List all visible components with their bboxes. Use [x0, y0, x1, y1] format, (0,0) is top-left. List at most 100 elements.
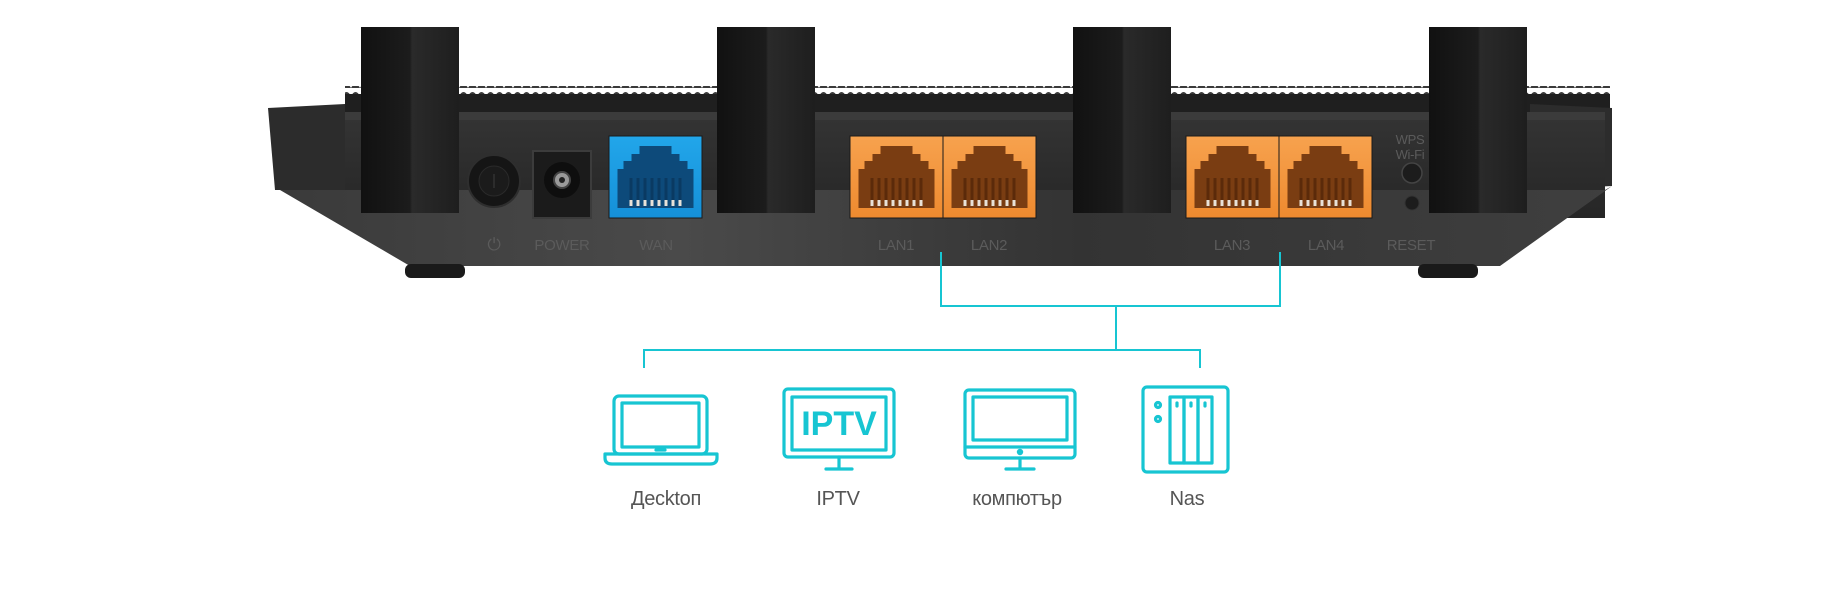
rj45-pin-contact [664, 200, 668, 206]
rj45-pin-contact [657, 200, 661, 206]
wps-wifi-button[interactable] [1401, 162, 1423, 184]
connection-lines [643, 252, 1281, 368]
rj45-pin [898, 178, 902, 204]
rj45-pin [1327, 178, 1331, 204]
rj45-pin-contact [912, 200, 916, 206]
ethernet-port-lan1[interactable] [849, 135, 944, 219]
rj45-pin [970, 178, 974, 204]
router-left-cap [268, 104, 345, 190]
rj45-pin [1206, 178, 1210, 204]
rj45-pin [1241, 178, 1245, 204]
rj45-pin [1220, 178, 1224, 204]
nas-storage-icon [1141, 385, 1230, 474]
rj45-pin [891, 178, 895, 204]
rj45-pin-contact [870, 200, 874, 206]
rj45-pin [664, 178, 668, 204]
port-label-lan4: LAN4 [1308, 237, 1344, 254]
rj45-pin [671, 178, 675, 204]
rj45-pin-contact [629, 200, 633, 206]
rj45-pin [998, 178, 1002, 204]
rj45-pin-contact [898, 200, 902, 206]
router-foot-right [1418, 264, 1478, 278]
rj45-pin-contact [671, 200, 675, 206]
rj45-pin [1005, 178, 1009, 204]
power-button[interactable] [467, 154, 521, 208]
device-bracket-line [643, 349, 1201, 368]
antenna-1 [361, 27, 459, 213]
rj45-pin [884, 178, 888, 204]
rj45-pin [919, 178, 923, 204]
router-foot-left [405, 264, 465, 278]
rj45-pin [977, 178, 981, 204]
device-label-desktop: Деcktоп [630, 488, 702, 510]
rj45-pin [657, 178, 661, 204]
rj45-pin-contact [1306, 200, 1310, 206]
rj45-pin-contact [1320, 200, 1324, 206]
antenna-2 [717, 27, 815, 213]
rj45-pin-contact [1234, 200, 1238, 206]
rj45-pin [678, 178, 682, 204]
rj45-pin-contact [1012, 200, 1016, 206]
rj45-pin-contact [963, 200, 967, 206]
rj45-pin [1248, 178, 1252, 204]
desktop-computer-icon [963, 388, 1077, 471]
rj45-pin-contact [643, 200, 647, 206]
rj45-pin-contact [1227, 200, 1231, 206]
rj45-pin-contact [905, 200, 909, 206]
device-label-nas: Nas [1169, 488, 1205, 510]
rj45-pin-contact [919, 200, 923, 206]
rj45-pin [1012, 178, 1016, 204]
rj45-pin-contact [991, 200, 995, 206]
router-panel-lip [345, 112, 1605, 120]
rj45-pin-contact [877, 200, 881, 206]
rj45-pin [877, 178, 881, 204]
rj45-pin [905, 178, 909, 204]
rj45-pin [963, 178, 967, 204]
laptop-icon [603, 394, 719, 466]
rj45-pin-contact [650, 200, 654, 206]
rj45-pin [1320, 178, 1324, 204]
rj45-pin [870, 178, 874, 204]
port-label-wan: WAN [639, 237, 673, 254]
wifi-label: Wi-Fi [1396, 147, 1425, 162]
rj45-pin-contact [1248, 200, 1252, 206]
rj45-pin-contact [1220, 200, 1224, 206]
rj45-pin-contact [884, 200, 888, 206]
rj45-pin-contact [1255, 200, 1259, 206]
rj45-pin [984, 178, 988, 204]
ethernet-port-lan4[interactable] [1278, 135, 1373, 219]
rj45-pin-contact [998, 200, 1002, 206]
ethernet-port-lan3[interactable] [1185, 135, 1280, 219]
reset-label: RESET [1387, 237, 1436, 254]
device-label-iptv: IPTV [816, 488, 860, 510]
power-jack-label: POWER [534, 237, 590, 254]
reset-button[interactable] [1404, 195, 1420, 211]
rj45-pin-contact [1334, 200, 1338, 206]
iptv-screen-text: IPTV [801, 405, 877, 443]
rj45-pin-contact [1299, 200, 1303, 206]
rj45-pin [629, 178, 633, 204]
rj45-pin [1227, 178, 1231, 204]
rj45-pin-contact [977, 200, 981, 206]
rj45-pin-contact [636, 200, 640, 206]
rj45-pin-contact [891, 200, 895, 206]
rj45-pin-contact [984, 200, 988, 206]
dc-power-jack [532, 150, 592, 219]
ethernet-port-wan[interactable] [608, 135, 703, 219]
rj45-pin [1341, 178, 1345, 204]
rj45-pin [1334, 178, 1338, 204]
ethernet-port-lan2[interactable] [942, 135, 1037, 219]
antenna-3 [1073, 27, 1171, 213]
rj45-pin [991, 178, 995, 204]
ethernet-ports [608, 135, 1373, 219]
antennas [361, 27, 1527, 213]
rj45-pin [636, 178, 640, 204]
rj45-pin-contact [678, 200, 682, 206]
rj45-pin [1255, 178, 1259, 204]
rj45-pin-contact [1241, 200, 1245, 206]
rj45-pin [1306, 178, 1310, 204]
lan-bracket-line [940, 252, 1281, 307]
rj45-pin [643, 178, 647, 204]
rj45-pin-contact [1341, 200, 1345, 206]
wps-label: WPS [1396, 132, 1425, 147]
